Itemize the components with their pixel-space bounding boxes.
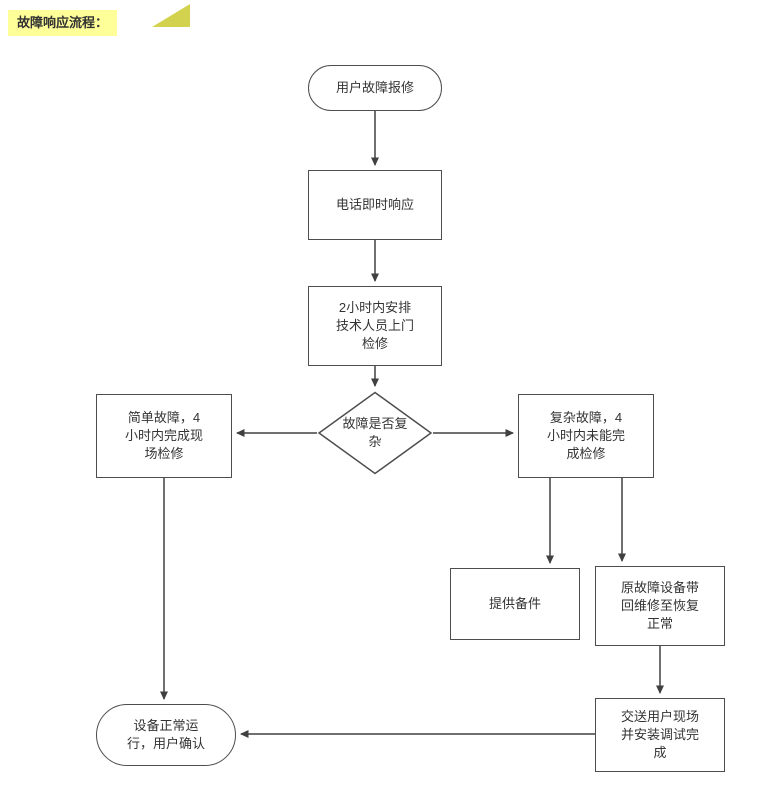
node-complex-fault-label: 复杂故障，4小时内未能完成检修 xyxy=(546,409,625,462)
node-end-terminator: 设备正常运行，用户确认 xyxy=(96,704,236,766)
flow-title-label: 故障响应流程： xyxy=(8,10,118,36)
node-phone-response-label: 电话即时响应 xyxy=(335,196,414,212)
node-end-label: 设备正常运行，用户确认 xyxy=(126,717,205,751)
node-simple-fault-label: 简单故障，4小时内完成现场检修 xyxy=(124,409,203,462)
node-bring-back-repair-label: 原故障设备带回维修至恢复正常 xyxy=(620,579,699,632)
node-decision-label: 故障是否复杂 xyxy=(342,415,408,449)
node-arrange-technician-label: 2小时内安排技术人员上门检修 xyxy=(335,299,414,352)
node-provide-spares-label: 提供备件 xyxy=(488,595,541,611)
node-start-terminator: 用户故障报修 xyxy=(308,65,442,111)
fold-corner-icon xyxy=(152,4,190,27)
node-phone-response: 电话即时响应 xyxy=(308,170,442,240)
diamond-shape xyxy=(317,391,433,475)
node-bring-back-repair: 原故障设备带回维修至恢复正常 xyxy=(595,566,725,646)
node-deliver-install: 交送用户现场并安装调试完成 xyxy=(595,698,725,772)
node-simple-fault: 简单故障，4小时内完成现场检修 xyxy=(96,394,232,478)
node-deliver-install-label: 交送用户现场并安装调试完成 xyxy=(620,708,699,761)
node-arrange-technician: 2小时内安排技术人员上门检修 xyxy=(308,286,442,366)
node-provide-spares: 提供备件 xyxy=(450,568,580,640)
node-decision-complexity: 故障是否复杂 xyxy=(317,391,433,475)
node-start-label: 用户故障报修 xyxy=(335,79,414,95)
node-complex-fault: 复杂故障，4小时内未能完成检修 xyxy=(518,394,654,478)
